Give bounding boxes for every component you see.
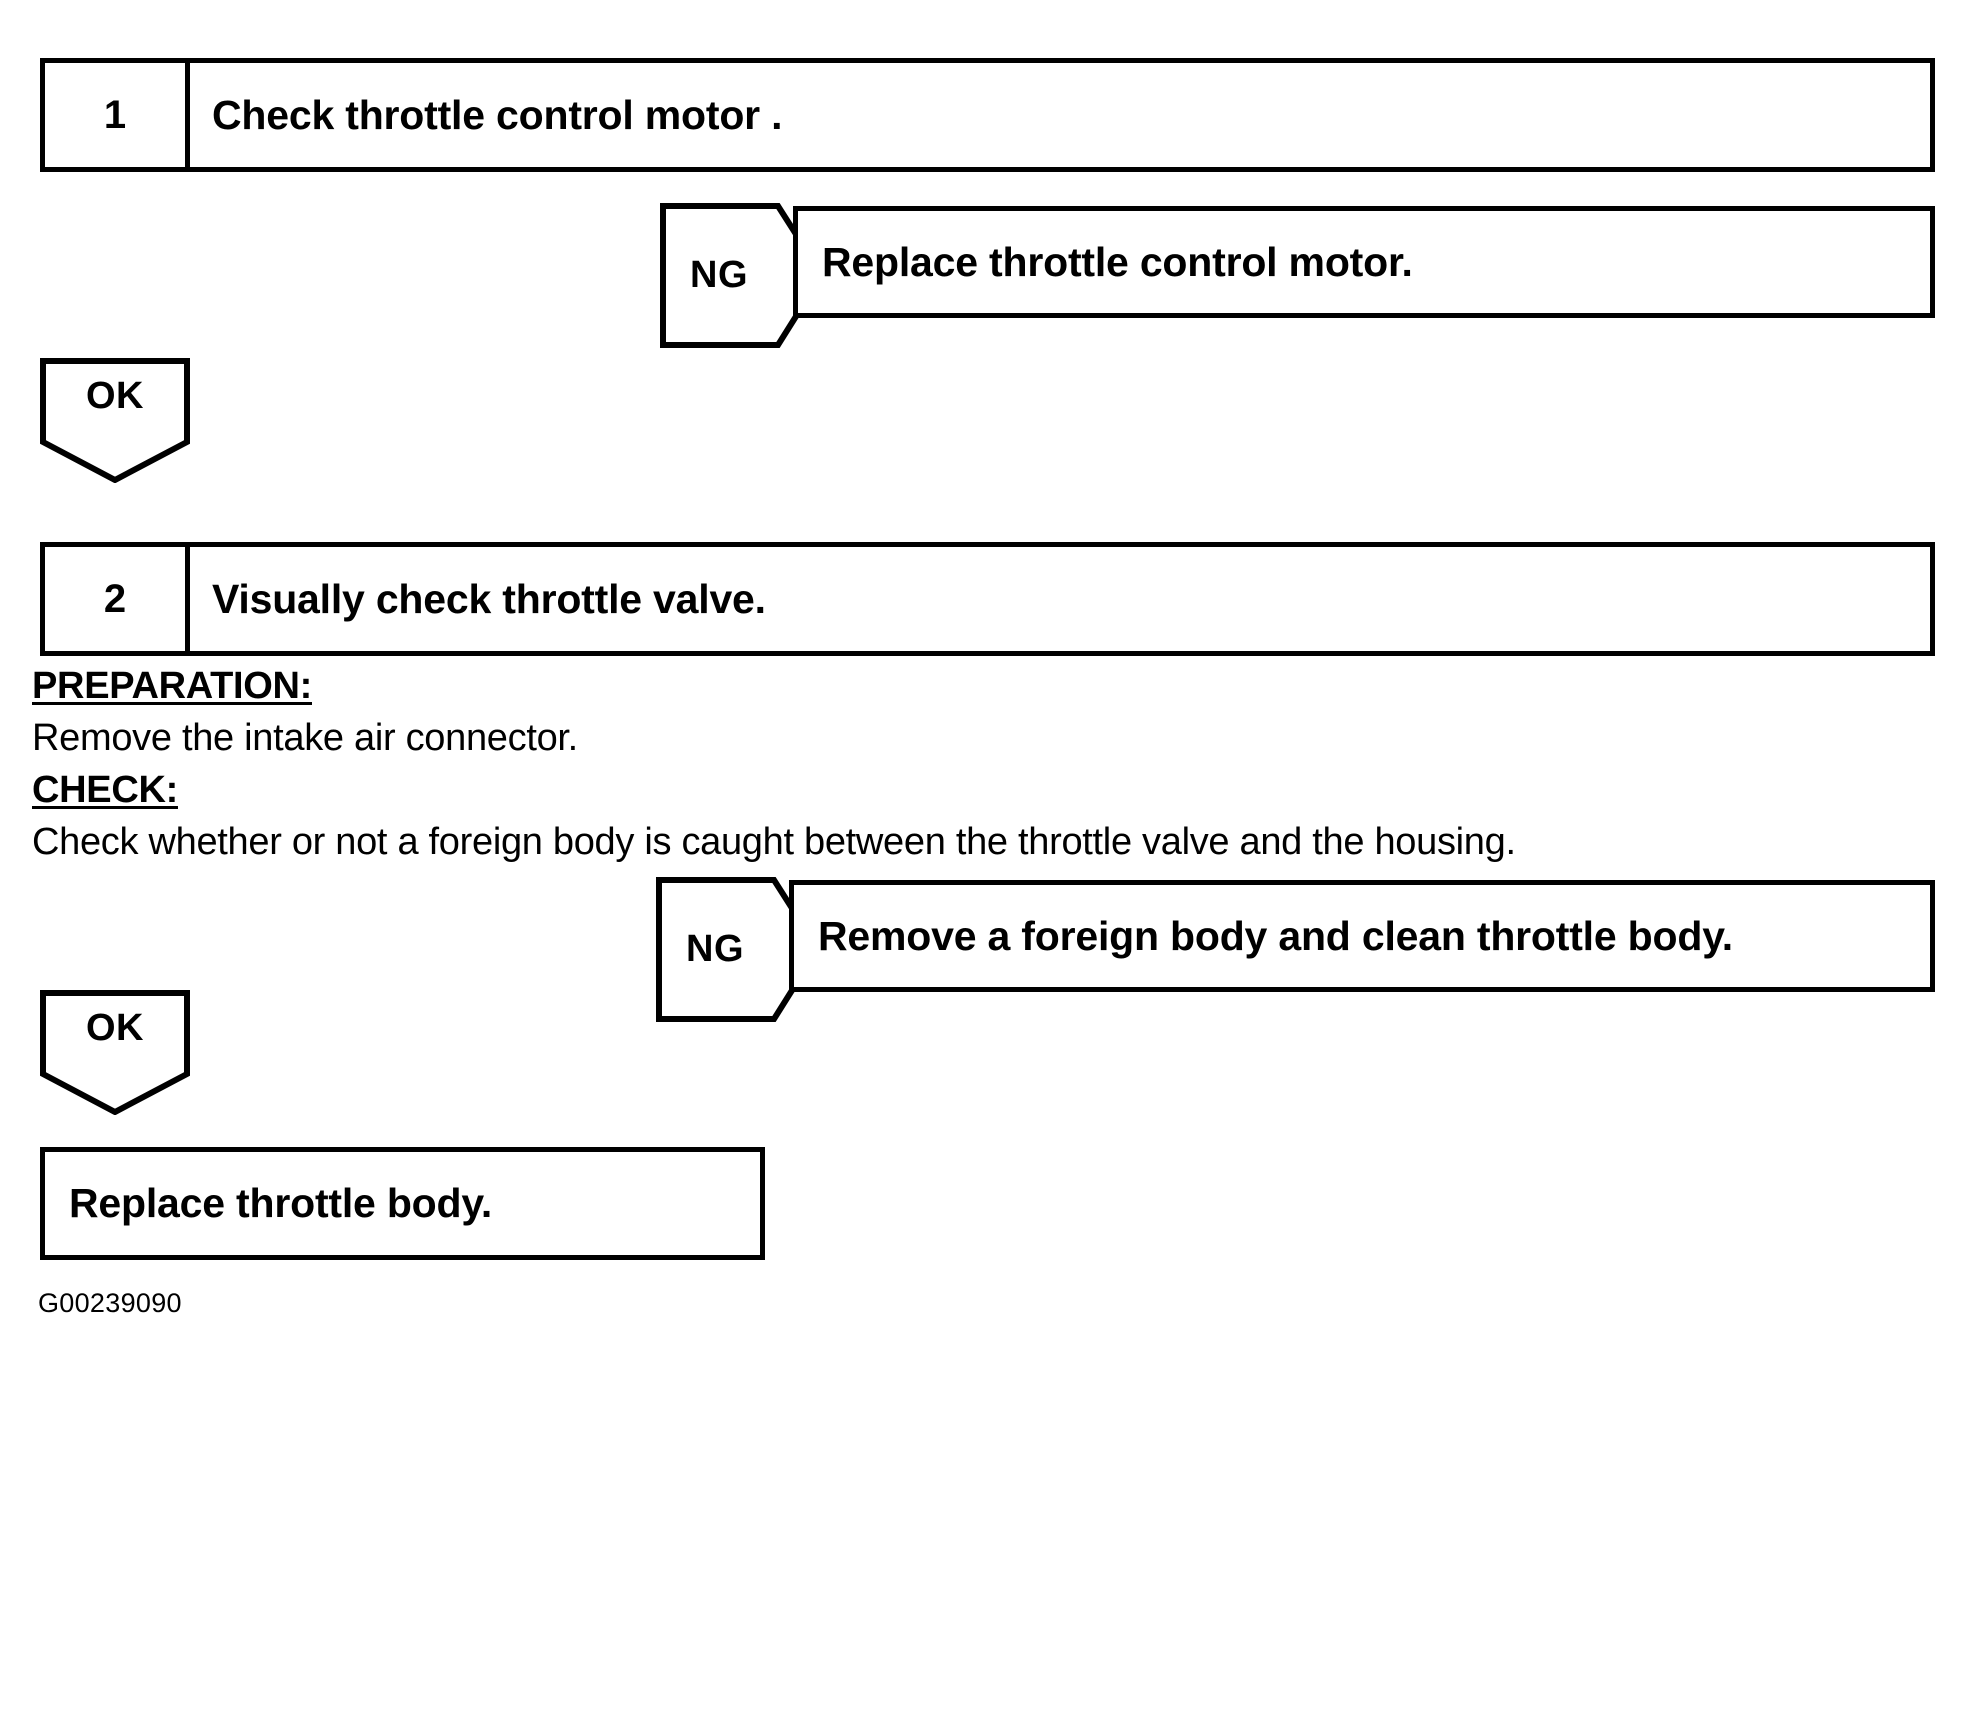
check-header: CHECK: [32,769,178,811]
figure-code: G00239090 [38,1288,182,1318]
ng-label-step-1: NG [690,254,748,296]
step-2-notes: PREPARATION: Remove the intake air conne… [32,660,1932,868]
step-2-box: 2 Visually check throttle valve. [40,542,1935,656]
step-1-number: 1 [45,63,190,167]
ng-arrow-step-2: NG [656,877,821,1022]
ok-arrow-step-2: OK [40,990,190,1115]
ok-label-step-1: OK [86,374,144,417]
ng-label-step-2: NG [686,928,744,970]
final-outcome-box: Replace throttle body. [40,1147,765,1260]
step-2-ng-outcome-box: Remove a foreign body and clean throttle… [789,880,1935,992]
step-1-title: Check throttle control motor . [212,91,783,138]
step-1-ng-outcome-box: Replace throttle control motor. [793,206,1935,318]
check-text: Check whether or not a foreign body is c… [32,821,1516,863]
step-1-box: 1 Check throttle control motor . [40,58,1935,172]
ok-label-step-2: OK [86,1006,144,1049]
check-header-line: CHECK: [32,764,1932,816]
step-2-number: 2 [45,547,190,651]
preparation-text: Remove the intake air connector. [32,717,578,759]
ok-arrow-step-1: OK [40,358,190,483]
step-2-title: Visually check throttle valve. [212,575,766,622]
preparation-header: PREPARATION: [32,665,312,707]
preparation-header-line: PREPARATION: [32,660,1932,712]
